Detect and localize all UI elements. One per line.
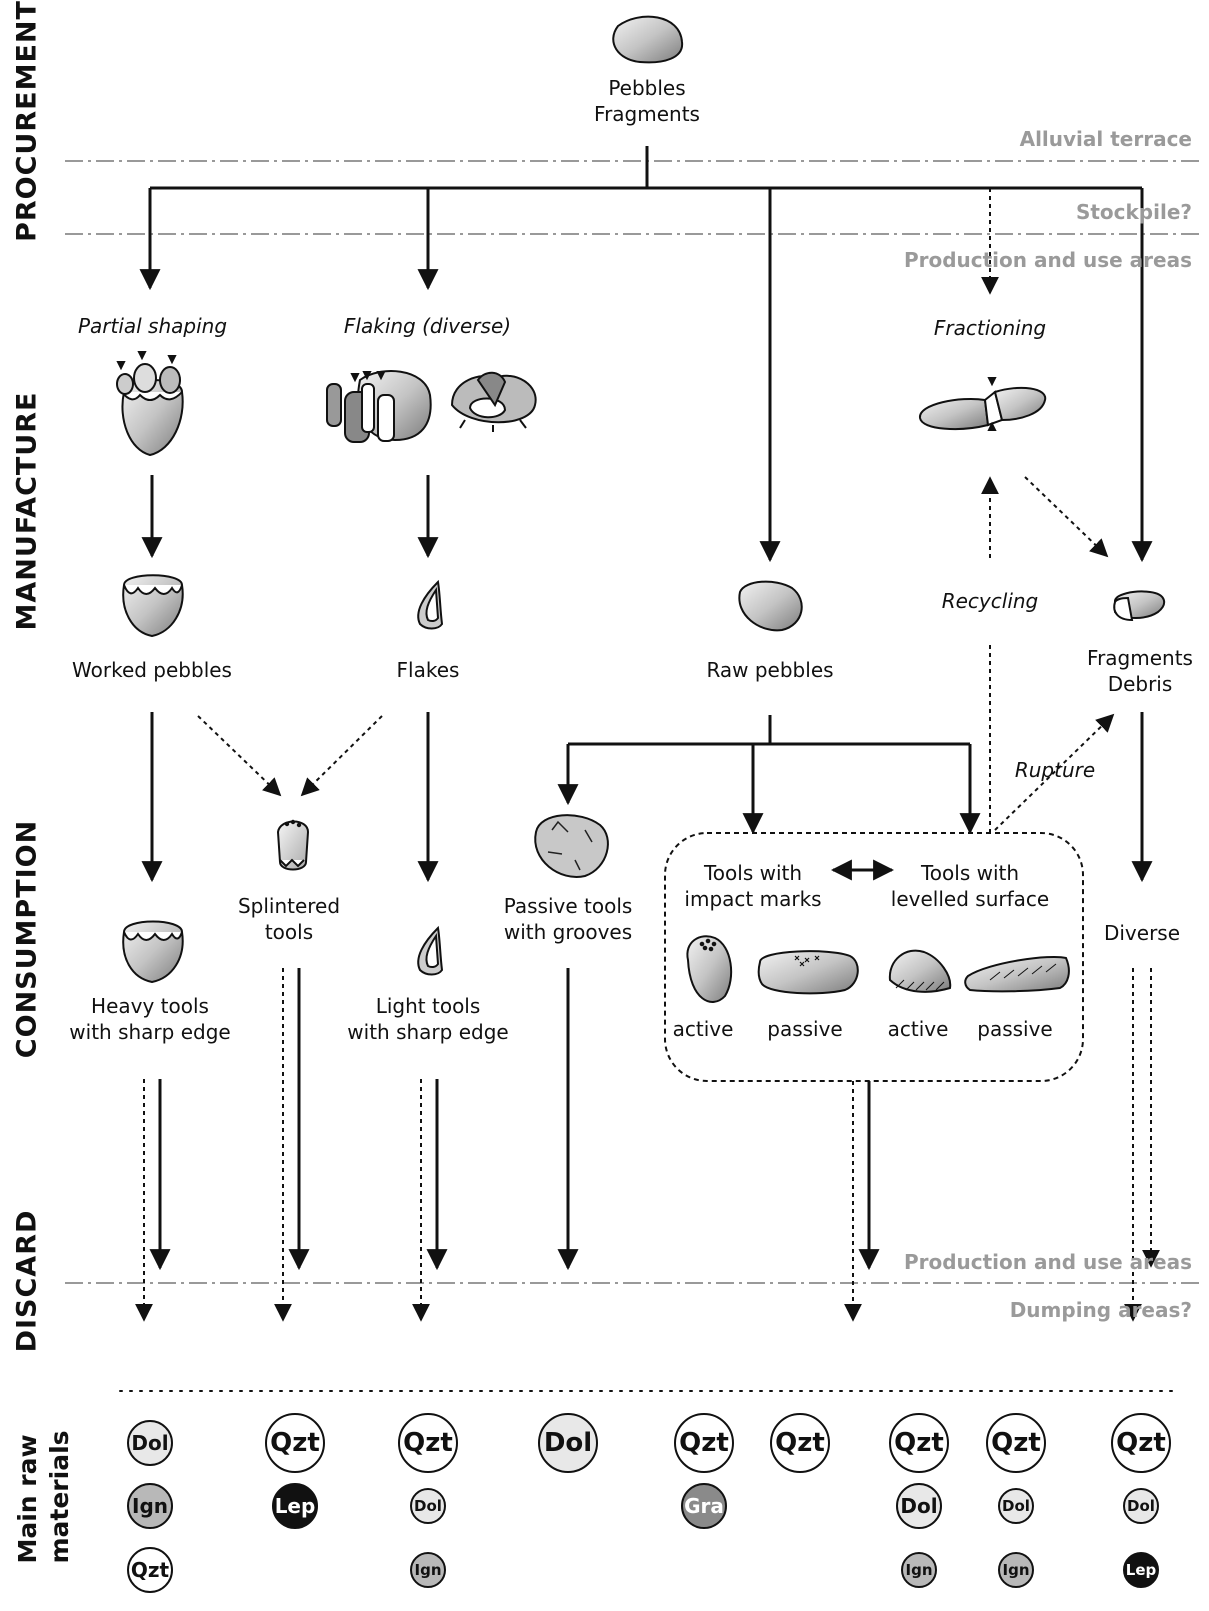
raw-material-qzt-chip: Qzt [398, 1413, 458, 1473]
active-levelled-tool-icon [888, 949, 952, 993]
flake-icon [417, 579, 444, 630]
splintered-tool-icon [276, 819, 310, 871]
raw-material-qzt-chip: Qzt [770, 1413, 830, 1473]
fragment-icon [1113, 590, 1166, 622]
label-active-levelled: active [887, 1017, 949, 1041]
raw-material-dol-chip: Dol [410, 1488, 446, 1524]
phase-procurement: PROCUREMENT [11, 0, 43, 242]
light-tool-icon [417, 925, 444, 976]
raw-material-dol-chip: Dol [127, 1420, 173, 1466]
flaking-core-icon [326, 370, 432, 443]
raw-pebble-icon [738, 580, 803, 632]
label-partial-shaping: Partial shaping [77, 314, 228, 338]
label-fractioning: Fractioning [933, 316, 1047, 340]
raw-material-lep-chip: Lep [1123, 1552, 1159, 1588]
fractioned-pebble-icon [919, 377, 1047, 431]
raw-material-dol-chip: Dol [896, 1483, 942, 1529]
worked-pebble-icon [122, 574, 184, 638]
label-splintered-tools: Splintered tools [237, 894, 341, 944]
raw-material-lep-chip: Lep [272, 1483, 318, 1529]
label-rupture: Rupture [1014, 758, 1096, 782]
label-diverse: Diverse [1103, 921, 1181, 945]
label-flakes: Flakes [396, 658, 460, 682]
raw-material-qzt-chip: Qzt [674, 1413, 734, 1473]
raw-material-qzt-chip: Qzt [986, 1413, 1046, 1473]
discard-dashed-arrows [135, 968, 1160, 1322]
discard-solid-arrows [149, 968, 880, 1271]
raw-material-qzt-chip: Qzt [889, 1413, 949, 1473]
label-raw-pebbles: Raw pebbles [706, 658, 834, 682]
splinter-arrows [197, 715, 383, 797]
active-impact-tool-icon [686, 935, 733, 1003]
label-levelled-tools: Tools with levelled surface [890, 861, 1050, 911]
zone-separators [65, 160, 1200, 1284]
zone-stockpile: Stockpile? [1075, 200, 1192, 224]
manufacture-arrows [141, 475, 439, 559]
zone-production-use-top: Production and use areas [903, 248, 1192, 272]
zone-dumping: Dumping areas? [1009, 1298, 1192, 1322]
label-passive-grooves: Passive tools with grooves [503, 894, 633, 944]
phase-manufacture: MANUFACTURE [11, 391, 43, 631]
label-passive-impact: passive [767, 1017, 843, 1041]
raw-material-dol-chip: Dol [1123, 1488, 1159, 1524]
phase-consumption: CONSUMPTION [11, 819, 43, 1059]
zone-alluvial-terrace: Alluvial terrace [1019, 127, 1192, 151]
raw-material-qzt-chip: Qzt [127, 1547, 173, 1593]
raw-material-ign-chip: Ign [410, 1552, 446, 1588]
tool-group-box [664, 832, 1084, 1082]
label-heavy-tools: Heavy tools with sharp edge [69, 994, 231, 1044]
label-source: Pebbles Fragments [594, 76, 700, 126]
label-impact-tools: Tools with impact marks [684, 861, 822, 911]
partially-shaped-pebble-icon [116, 351, 184, 457]
raw-material-dol-chip: Dol [538, 1413, 598, 1473]
grooved-passive-tool-icon [534, 814, 609, 878]
zone-production-use-bottom: Production and use areas [903, 1250, 1192, 1274]
label-light-tools: Light tools with sharp edge [347, 994, 509, 1044]
passive-impact-tool-icon [757, 950, 859, 995]
raw-material-ign-chip: Ign [127, 1483, 173, 1529]
raw-material-qzt-chip: Qzt [1111, 1413, 1171, 1473]
label-fragments-debris: Fragments Debris [1087, 646, 1193, 696]
passive-levelled-tool-icon [964, 955, 1070, 993]
flaking-bipolar-icon [450, 371, 537, 432]
raw-material-gra-chip: Gra [681, 1483, 727, 1529]
label-active-impact: active [672, 1017, 734, 1041]
raw-materials-label: Main raw materials [13, 1430, 74, 1564]
heavy-tool-icon [122, 920, 184, 984]
label-passive-levelled: passive [977, 1017, 1053, 1041]
recycling-arrows [981, 476, 1115, 833]
procurement-branches [139, 146, 1153, 563]
raw-material-dol-chip: Dol [998, 1488, 1034, 1524]
label-flaking: Flaking (diverse) [343, 314, 512, 338]
phase-discard: DISCARD [11, 1209, 43, 1353]
label-recycling: Recycling [941, 589, 1039, 613]
raw-material-qzt-chip: Qzt [265, 1413, 325, 1473]
raw-material-ign-chip: Ign [998, 1552, 1034, 1588]
pebble-icon [612, 15, 684, 64]
label-worked-pebbles: Worked pebbles [72, 658, 232, 682]
consumption-arrows [141, 712, 1153, 883]
raw-material-ign-chip: Ign [901, 1552, 937, 1588]
